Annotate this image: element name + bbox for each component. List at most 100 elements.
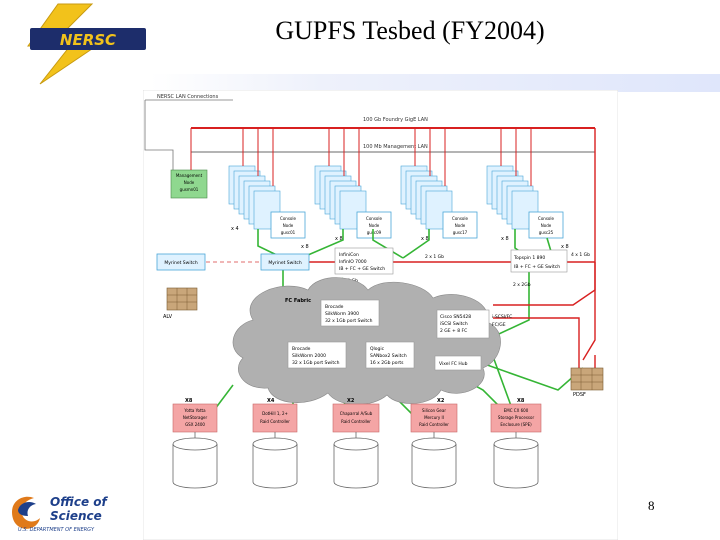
- svg-text:Myrinet Switch: Myrinet Switch: [268, 260, 301, 266]
- svg-text:EMC CX 600: EMC CX 600: [504, 408, 529, 413]
- svg-text:IB + FC + GE Switch: IB + FC + GE Switch: [514, 264, 560, 270]
- svg-text:Enclosure (SPE): Enclosure (SPE): [500, 422, 532, 427]
- svg-text:Node: Node: [455, 223, 466, 228]
- doe-line2: Science: [50, 509, 102, 523]
- disk-array-icon-2: [252, 437, 298, 489]
- compute-node-stack-2: [314, 165, 367, 230]
- svg-text:NetStorager: NetStorager: [183, 415, 208, 420]
- storage-mult-4: X2: [437, 398, 445, 404]
- svg-text:32 x 1Gb port Switch: 32 x 1Gb port Switch: [325, 318, 373, 324]
- fc-fabric-cloud: [232, 277, 501, 405]
- console-node-2: Console Node gusc09: [356, 211, 392, 239]
- svg-text:PDSF: PDSF: [573, 392, 586, 398]
- svg-text:Console: Console: [280, 216, 296, 221]
- svg-text:Yotta Yotta: Yotta Yotta: [183, 408, 206, 413]
- svg-text:Chaparral A/Sub: Chaparral A/Sub: [340, 411, 373, 416]
- storage-mult-2: X4: [267, 398, 275, 404]
- svg-text:Console: Console: [538, 216, 554, 221]
- svg-text:gusc09: gusc09: [367, 230, 382, 235]
- svg-text:Raid Controller: Raid Controller: [419, 422, 449, 427]
- svg-text:Brocade: Brocade: [292, 346, 311, 352]
- mgmt-node-line2: Node: [184, 180, 195, 185]
- storage-controller-1: Yotta Yotta NetStorager GSX 2400: [172, 403, 218, 433]
- disk-array-icon-3: [333, 437, 379, 489]
- svg-text:SANbox2 Switch: SANbox2 Switch: [370, 353, 407, 359]
- disk-array-icon-1: [172, 437, 218, 489]
- svg-text:GSX 2400: GSX 2400: [185, 422, 205, 427]
- disk-array-icon-5: [493, 437, 539, 489]
- topspin-switch: Topspin 1 890 IB + FC + GE Switch: [510, 249, 568, 273]
- storage-controller-5: EMC CX 600 Storage Processor Enclosure (…: [490, 403, 542, 433]
- svg-text:InfinIO 7000: InfinIO 7000: [339, 259, 367, 265]
- nersc-logo: NERSC: [27, 3, 146, 85]
- svg-text:32 x 1Gb port Switch: 32 x 1Gb port Switch: [292, 360, 340, 366]
- storage-mult-3: X2: [347, 398, 355, 404]
- slide-title: GUPFS Tesbed (FY2004): [275, 16, 545, 45]
- svg-text:Console: Console: [452, 216, 468, 221]
- mgmt-lan-label: 100 Mb Management LAN: [363, 144, 428, 150]
- svg-text:Storage Processor: Storage Processor: [498, 415, 535, 420]
- console-node-4: Console Node gusc25: [528, 211, 564, 239]
- compute-node-stack-1: [228, 165, 281, 230]
- x-label-8d: x 8: [501, 236, 509, 242]
- svg-text:Node: Node: [283, 223, 294, 228]
- svg-text:SilkWorm 2000: SilkWorm 2000: [292, 353, 326, 359]
- svg-text:ALV: ALV: [163, 314, 173, 320]
- svg-text:iSCSI Switch: iSCSI Switch: [440, 321, 468, 327]
- svg-text:gusc17: gusc17: [453, 230, 468, 235]
- gige-lan-label: 100 Gb Foundry GigE LAN: [363, 117, 428, 123]
- svg-text:SilkWorm 3900: SilkWorm 3900: [325, 311, 359, 317]
- lan-label: NERSC LAN Connections: [157, 94, 219, 100]
- link-label-4: 2 x 2Gb: [513, 282, 531, 288]
- svg-text:Console: Console: [366, 216, 382, 221]
- storage-controller-3: Chaparral A/Sub Raid Controller: [332, 403, 380, 433]
- storage-controller-4: Silicon Gear Mercury II Raid Controller: [410, 403, 458, 433]
- x-label-8e: x 8: [561, 244, 569, 250]
- x-label-4a: x 4: [231, 226, 239, 232]
- svg-text:Node: Node: [369, 223, 380, 228]
- brocade-silkworm-2000: Brocade SilkWorm 2000 32 x 1Gb port Swit…: [287, 341, 347, 369]
- svg-text:Raid Controller: Raid Controller: [260, 419, 290, 424]
- qlogic-switch: Qlogic SANbox2 Switch 16 x 2Gb ports: [365, 341, 415, 369]
- storage-controller-2: DotHill 1, 2+ Raid Controller: [252, 403, 298, 433]
- x-label-8a: x 8: [301, 244, 309, 250]
- page-number: 8: [648, 498, 655, 513]
- svg-text:Node: Node: [541, 223, 552, 228]
- myrinet-switch-2: [260, 253, 310, 271]
- doe-line1: Office of: [50, 495, 109, 509]
- nersc-logo-text: NERSC: [60, 31, 116, 49]
- network-diagram: NERSC LAN Connections 100 Gb Foundry Gig…: [143, 90, 618, 540]
- svg-text:i-SCSI/FC: i-SCSI/FC: [492, 314, 512, 320]
- myrinet-switch-1: [156, 253, 206, 271]
- x-label-8b: x 8: [335, 236, 343, 242]
- disk-array-icon-4: [411, 437, 457, 489]
- svg-text:InfiniCon: InfiniCon: [339, 252, 359, 258]
- doe-swirl-icon: [12, 496, 40, 529]
- svg-text:2 GE + 8 FC: 2 GE + 8 FC: [440, 328, 467, 334]
- link-label-3: 4 x 1 Gb: [571, 252, 590, 258]
- compute-node-stack-4: [486, 165, 539, 230]
- svg-text:Cisco SN5428: Cisco SN5428: [440, 314, 471, 320]
- alv-storage: ALV: [163, 287, 198, 320]
- svg-text:16 x 2Gb ports: 16 x 2Gb ports: [370, 360, 404, 366]
- console-node-1: Console Node gusc01: [270, 211, 306, 239]
- svg-text:DotHill 1, 2+: DotHill 1, 2+: [262, 411, 288, 416]
- storage-mult-5: X8: [517, 398, 525, 404]
- svg-text:gusc01: gusc01: [281, 230, 296, 235]
- svg-text:Brocade: Brocade: [325, 304, 344, 310]
- mgmt-node-line3: gusmn01: [180, 187, 199, 192]
- console-node-3: Console Node gusc17: [442, 211, 478, 239]
- nersc-logo-box: [30, 28, 146, 50]
- x-label-8c: x 8: [421, 236, 429, 242]
- svg-text:Myrinet Switch: Myrinet Switch: [164, 260, 197, 266]
- svg-text:Qlogic: Qlogic: [370, 346, 385, 352]
- svg-text:Mercury II: Mercury II: [424, 415, 444, 420]
- svg-text:IB + FC + GE Switch: IB + FC + GE Switch: [339, 266, 385, 272]
- svg-text:Topspin 1 890: Topspin 1 890: [513, 255, 545, 261]
- svg-text:gusc25: gusc25: [539, 230, 554, 235]
- management-node: [170, 169, 208, 199]
- storage-mult-1: X8: [185, 398, 193, 404]
- svg-text:Vixel FC Hub: Vixel FC Hub: [439, 361, 468, 367]
- fc-fabric-label: FC Fabric: [285, 298, 311, 304]
- pdsf-cluster: PDSF: [570, 367, 604, 398]
